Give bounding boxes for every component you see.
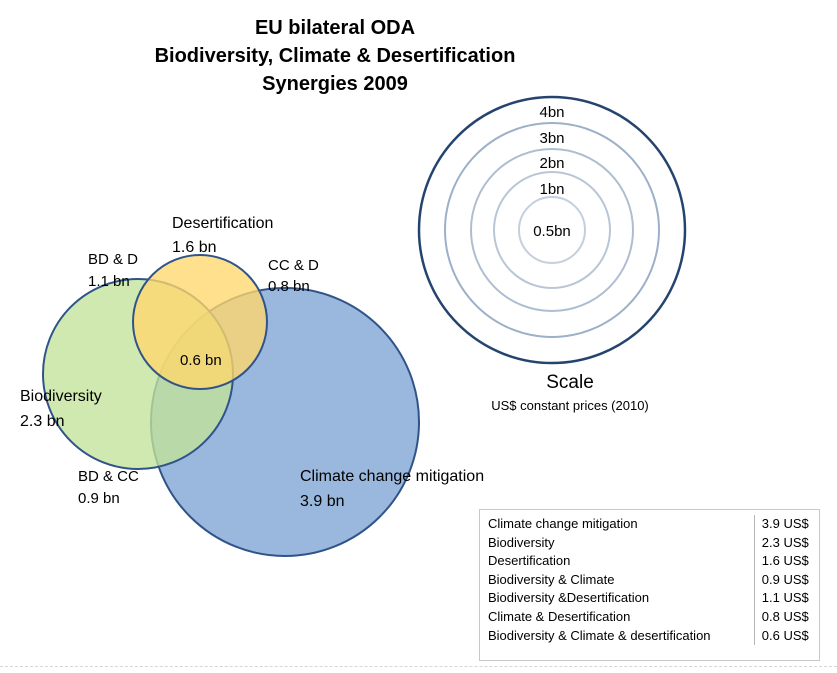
table-row: Climate & Desertification 0.8 US$ — [480, 607, 819, 627]
table-row-label: Climate & Desertification — [488, 608, 631, 624]
label-biodiversity-value: 2.3 bn — [20, 413, 64, 430]
table-row: Desertification 1.6 US$ — [480, 552, 819, 571]
scale-label-0-5bn: 0.5bn — [533, 223, 571, 240]
scale-title: Scale — [546, 372, 594, 393]
title-line-1: EU bilateral ODA — [254, 17, 416, 39]
scale-label-2bn: 2bn — [539, 155, 564, 172]
scale-ring-4bn — [417, 95, 687, 365]
title-line-3: Synergies 2009 — [262, 73, 408, 95]
table-row-value: 0.9 US$ — [753, 570, 819, 590]
table-row-label: Biodiversity & Climate — [488, 571, 615, 587]
scale-ring-0-5bn — [518, 196, 586, 264]
table-row: Climate change mitigation 3.9 US$ — [480, 515, 819, 534]
label-bd-cc-value: 0.9 bn — [78, 490, 120, 507]
label-bd-d-name: BD & D — [88, 251, 138, 268]
table-row-value: 2.3 US$ — [753, 533, 819, 553]
scale-legend: 4bn 3bn 2bn 1bn 0.5bn Scale US$ constant… — [417, 95, 687, 413]
scale-ring-3bn — [444, 122, 660, 338]
table-row-label: Desertification — [488, 553, 571, 569]
label-desertification-value: 1.6 bn — [172, 239, 216, 256]
label-climate-value: 3.9 bn — [300, 493, 344, 510]
label-bd-cc-name: BD & CC — [78, 468, 139, 485]
scale-label-3bn: 3bn — [539, 130, 564, 147]
label-cc-d-value: 0.8 bn — [268, 278, 310, 295]
table-row-value: 0.8 US$ — [753, 607, 819, 627]
table-row-label: Biodiversity &Desertification — [488, 590, 650, 606]
table-row-label: Biodiversity — [488, 534, 555, 550]
chart-title: EU bilateral ODA Biodiversity, Climate &… — [120, 14, 550, 98]
scale-label-1bn: 1bn — [539, 181, 564, 198]
label-biodiversity-name: Biodiversity — [20, 388, 102, 405]
table-row-value: 1.1 US$ — [753, 589, 819, 608]
title-line-2: Biodiversity, Climate & Desertification — [154, 45, 516, 67]
scale-ring-1bn — [493, 171, 611, 289]
bottom-divider — [0, 666, 837, 667]
table-row-label: Biodiversity & Climate & desertification — [488, 627, 711, 643]
table-row-label: Climate change mitigation — [488, 516, 638, 531]
circle-desertification — [132, 254, 268, 390]
table-row: Biodiversity 2.3 US$ — [480, 533, 819, 553]
scale-ring-2bn — [470, 148, 634, 312]
label-desertification-name: Desertification — [172, 215, 273, 232]
label-cc-d-name: CC & D — [268, 257, 319, 274]
label-climate-name: Climate change mitigation — [300, 468, 484, 485]
scale-subtitle: US$ constant prices (2010) — [491, 398, 649, 413]
table-row-value: 3.9 US$ — [753, 515, 819, 534]
scale-label-4bn: 4bn — [539, 104, 564, 121]
label-all-three-value: 0.6 bn — [180, 352, 222, 369]
table-row: Biodiversity & Climate 0.9 US$ — [480, 570, 819, 590]
table-row: Biodiversity & Climate & desertification… — [480, 626, 819, 646]
table-row-value: 1.6 US$ — [753, 552, 819, 571]
table-row: Biodiversity &Desertification 1.1 US$ — [480, 589, 819, 608]
table-row-value: 0.6 US$ — [753, 626, 819, 646]
label-bd-d-value: 1.1 bn — [88, 273, 130, 290]
